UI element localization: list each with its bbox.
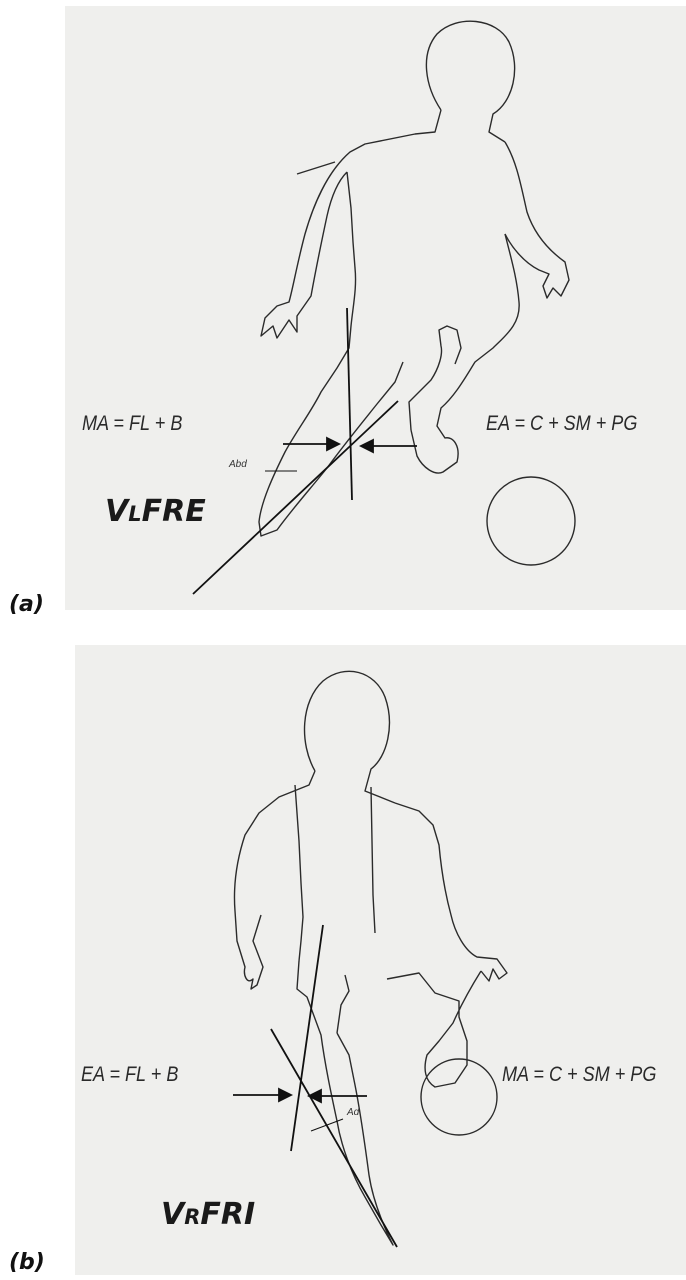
axis-line-vertical <box>291 925 323 1151</box>
left-leg-outline <box>259 172 403 536</box>
head-outline <box>305 671 395 803</box>
player-outline-drawing-b <box>75 645 686 1275</box>
arrow-right-head <box>309 1090 321 1102</box>
inner-thigh-outline <box>337 975 349 1033</box>
panel-label-a: (a) <box>9 592 44 617</box>
right-leg-outline <box>387 971 481 1087</box>
thigh-outline <box>409 326 461 430</box>
movement-code: VRFRI <box>161 1197 255 1232</box>
right-equation: MA = C + SM + PG <box>502 1063 656 1087</box>
figure-panel-b: EA = FL + B MA = C + SM + PG Ad VRFRI <box>75 645 686 1275</box>
movement-code: VLFRE <box>105 494 206 529</box>
torso-right-line <box>371 787 375 933</box>
right-leg-outline <box>411 234 519 473</box>
left-arm-outline <box>234 771 315 989</box>
code-subscript: L <box>128 502 141 526</box>
torso-outline <box>261 110 441 338</box>
code-prefix: V <box>161 1197 184 1232</box>
head-outline <box>426 21 514 142</box>
arrow-left-head <box>327 438 339 450</box>
code-subscript: R <box>184 1205 200 1229</box>
code-prefix: V <box>105 494 128 529</box>
arrow-left-head <box>279 1089 291 1101</box>
left-equation: MA = FL + B <box>82 412 182 436</box>
code-rest: FRE <box>142 494 206 529</box>
code-rest: FRI <box>200 1197 255 1232</box>
ball-outline <box>421 1059 497 1135</box>
panel-label-b: (b) <box>9 1250 45 1275</box>
angle-label: Abd <box>229 459 247 470</box>
angle-label: Ad <box>347 1107 359 1118</box>
figure-panel-a: MA = FL + B EA = C + SM + PG Abd VLFRE <box>65 6 686 610</box>
torso-left-line <box>295 785 303 961</box>
left-equation: EA = FL + B <box>81 1063 178 1087</box>
right-equation: EA = C + SM + PG <box>486 412 637 436</box>
right-arm-outline <box>395 803 507 981</box>
axis-line-diagonal <box>193 401 398 594</box>
torso-inner-line <box>297 162 335 174</box>
arrow-right-head <box>361 440 373 452</box>
ball-outline <box>487 477 575 565</box>
axis-line-diagonal <box>271 1029 397 1247</box>
